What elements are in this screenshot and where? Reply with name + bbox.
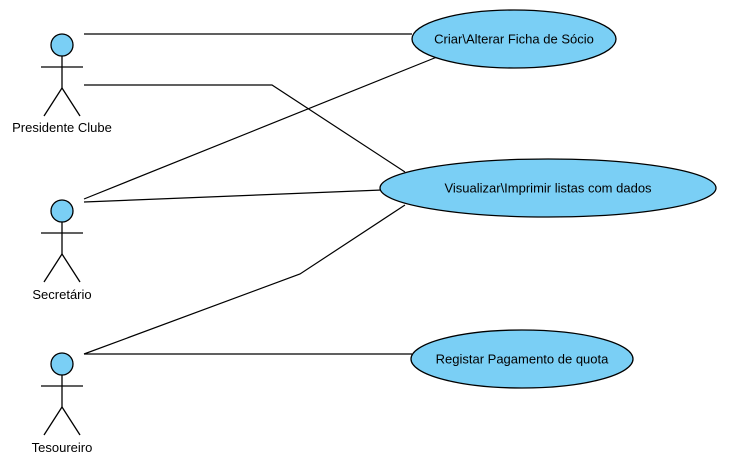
actor-label-tesoureiro: Tesoureiro: [31, 440, 93, 455]
association-secretario-listas[interactable]: [83, 189, 383, 203]
association-tesoureiro-listas[interactable]: [83, 204, 406, 355]
actor-secretario[interactable]: [41, 199, 83, 283]
associations: [83, 33, 438, 355]
actor-head: [50, 199, 74, 223]
association-presidente-listas[interactable]: [84, 84, 406, 173]
use-cases: [379, 9, 717, 389]
use-case-listas[interactable]: [379, 158, 717, 218]
use-case-ficha[interactable]: [411, 9, 617, 69]
association-secretario-ficha[interactable]: [83, 56, 438, 200]
actor-presidente[interactable]: [41, 33, 83, 117]
use-case-label-ficha: Criar\Alterar Ficha de Sócio: [434, 31, 594, 47]
actor-head: [50, 352, 74, 376]
actor-leg-right: [61, 406, 81, 436]
actor-label-presidente: Presidente Clube: [12, 120, 112, 135]
actor-label-secretario: Secretário: [32, 287, 92, 302]
actor-leg-right: [61, 87, 81, 117]
actor-tesoureiro[interactable]: [41, 352, 83, 436]
use-case-label-quota: Registar Pagamento de quota: [435, 351, 609, 367]
actor-leg-left: [43, 253, 63, 283]
actor-leg-left: [43, 406, 63, 436]
use-case-label-listas: Visualizar\Imprimir listas com dados: [444, 180, 652, 196]
actor-leg-left: [43, 87, 63, 117]
use-case-quota[interactable]: [410, 329, 634, 389]
actor-leg-right: [61, 253, 81, 283]
actor-head: [50, 33, 74, 57]
